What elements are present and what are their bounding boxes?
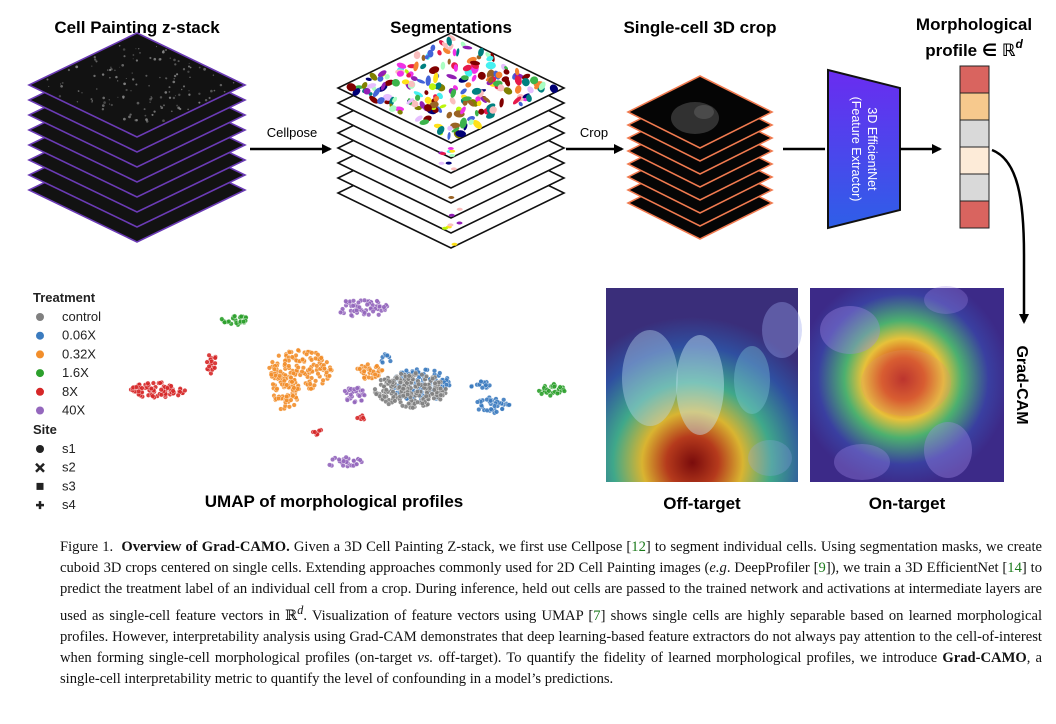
- legend-marker: [36, 331, 44, 340]
- caption-title: Overview of Grad-CAMO.: [121, 539, 290, 555]
- legend-site-label: s3: [62, 478, 76, 493]
- umap-cluster: [536, 381, 567, 399]
- umap-cluster: [469, 379, 493, 391]
- profile-title-line2: profile ∈ ℝd: [925, 37, 1023, 60]
- zstack-title: Cell Painting z-stack: [54, 18, 220, 37]
- profile-vector: [959, 65, 990, 229]
- umap-cluster: [342, 385, 367, 405]
- caption-italic: vs.: [417, 649, 434, 666]
- umap-cluster: [338, 297, 390, 319]
- legend-treatment-label: 8X: [62, 384, 78, 399]
- profile-cell: [959, 146, 990, 175]
- legend-marker: [36, 482, 44, 490]
- overview-figure: Cell Painting z-stack Segmentations Sing…: [27, 15, 1032, 513]
- umap-cluster: [379, 351, 393, 366]
- caption-text: ] to segment individual cells. Using seg…: [60, 539, 1043, 576]
- umap-cluster: [475, 395, 513, 416]
- zstack-layer: [27, 32, 247, 138]
- caption-method-name: Grad-CAMO: [942, 649, 1027, 666]
- legend-site-title: Site: [33, 422, 57, 437]
- umap-cluster: [219, 313, 249, 328]
- off-target-label: Off-target: [663, 494, 741, 513]
- crop-layer: [626, 75, 774, 149]
- umap-cluster: [354, 413, 367, 422]
- caption-text: Given a 3D Cell Painting Z-stack, we fir…: [293, 539, 632, 555]
- umap-cluster: [310, 427, 324, 438]
- legend-marker: [36, 313, 44, 321]
- legend-treatment-label: 0.32X: [62, 346, 96, 361]
- figure-caption: Figure 1. Overview of Grad-CAMO. Given a…: [60, 537, 1042, 690]
- legend-site-label: s1: [62, 441, 76, 456]
- network-label-line2: (Feature Extractor): [849, 97, 863, 202]
- on-target-gradcam: [810, 286, 1004, 482]
- caption-label: Figure 1.: [60, 539, 114, 555]
- cellpose-label: Cellpose: [267, 125, 318, 140]
- legend-site-label: s4: [62, 497, 76, 512]
- umap-cluster: [327, 454, 365, 469]
- citation-link[interactable]: 14: [1007, 560, 1022, 576]
- crop-layers: [626, 75, 774, 240]
- legend-site-label: s2: [62, 460, 76, 475]
- legend-treatment-label: control: [62, 309, 101, 324]
- caption-superscript: d: [297, 603, 304, 617]
- caption-italic: e.g: [709, 560, 727, 576]
- caption-text: , a single-cell interpretability metric …: [60, 649, 1043, 687]
- caption-text: off-target). To quantify the fidelity of…: [433, 649, 943, 666]
- zstack-layers: [27, 32, 247, 243]
- on-target-label: On-target: [869, 494, 946, 513]
- profile-title-line1: Morphological: [916, 15, 1032, 34]
- umap-cluster: [372, 370, 449, 411]
- segmentation-layer: [336, 32, 566, 144]
- legend-marker: [36, 387, 44, 396]
- gradcam-label: Grad-CAM: [1013, 345, 1030, 424]
- legend-marker: [36, 406, 44, 415]
- legend-marker: [36, 445, 44, 453]
- legend-treatment-label: 40X: [62, 403, 85, 418]
- off-target-gradcam: [606, 288, 802, 482]
- umap-cluster: [204, 352, 218, 376]
- legend-marker: [36, 501, 44, 510]
- umap-title: UMAP of morphological profiles: [205, 492, 463, 511]
- umap-legend: Treatmentcontrol0.06X0.32X1.6X8X40XSites…: [33, 290, 101, 512]
- caption-text: . DeepProfiler [: [726, 560, 819, 576]
- profile-cell: [959, 200, 990, 229]
- profile-cell: [959, 119, 990, 148]
- umap-cluster: [128, 379, 188, 400]
- profile-cell: [959, 173, 990, 202]
- segmentation-layers: [336, 32, 566, 249]
- legend-marker: [36, 350, 44, 359]
- legend-marker: [36, 369, 44, 378]
- profile-cell: [959, 92, 990, 121]
- caption-text: ] shows single cells are highly separabl…: [60, 607, 1042, 666]
- crop-label: Crop: [580, 125, 608, 140]
- caption-text: . Visualization of feature vectors using…: [303, 607, 594, 624]
- legend-treatment-label: 1.6X: [62, 365, 89, 380]
- crop-title: Single-cell 3D crop: [623, 18, 776, 37]
- legend-treatment-label: 0.06X: [62, 328, 96, 343]
- network-label-line1: 3D EfficientNet: [865, 107, 879, 191]
- umap-cluster: [355, 361, 385, 382]
- citation-link[interactable]: 9: [818, 560, 826, 576]
- legend-marker: [35, 462, 45, 473]
- gradcam-arrow: [991, 148, 1029, 324]
- caption-text: ]), we train a 3D EfficientNet [: [825, 560, 1008, 576]
- profile-cell: [959, 65, 990, 94]
- umap-scatter: [128, 297, 567, 469]
- segmentations-title: Segmentations: [390, 18, 512, 37]
- caption-text: ] to predict the treatment label of an i…: [60, 560, 1042, 624]
- efficientnet-block: [827, 68, 901, 230]
- legend-treatment-title: Treatment: [33, 290, 96, 305]
- umap-cluster: [270, 373, 301, 412]
- citation-link[interactable]: 12: [631, 539, 646, 555]
- citation-link[interactable]: 7: [593, 607, 601, 624]
